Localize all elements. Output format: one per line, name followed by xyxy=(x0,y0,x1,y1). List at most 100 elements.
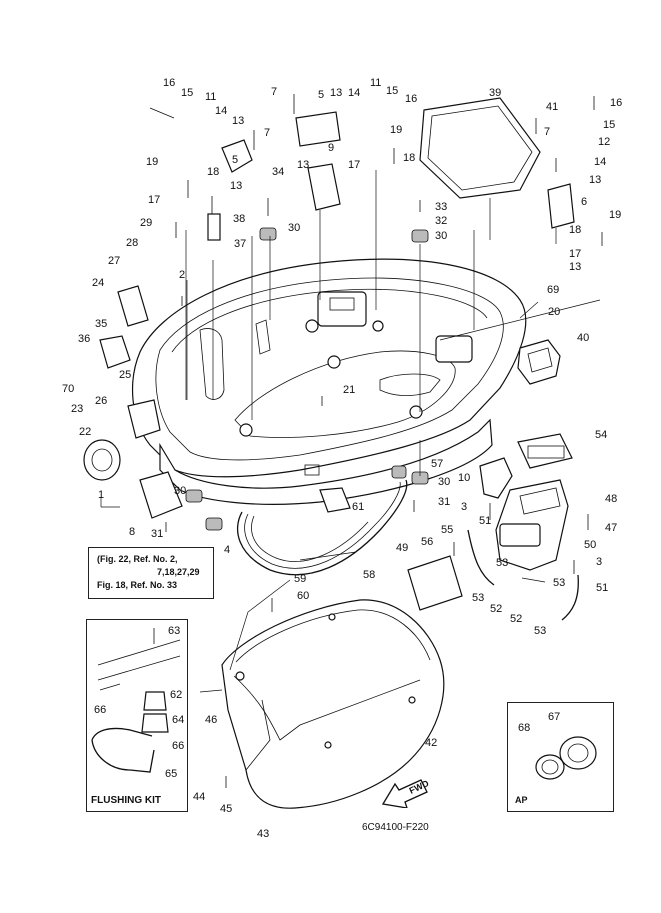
callout: 4 xyxy=(224,544,231,556)
part-5a-drawing xyxy=(221,139,253,173)
part-37-drawing xyxy=(207,213,221,241)
callout: 27 xyxy=(108,255,121,267)
callout: 68 xyxy=(518,722,531,734)
callout: 13 xyxy=(569,261,582,273)
callout: 70 xyxy=(62,383,75,395)
callout: 7 xyxy=(264,127,271,139)
part-10-drawing xyxy=(479,457,513,499)
part-49-drawing xyxy=(407,555,463,611)
callout: 18 xyxy=(207,166,220,178)
callout: 23 xyxy=(71,403,84,415)
part-61-drawing xyxy=(319,487,351,513)
callout: 53 xyxy=(553,577,566,589)
callout: 19 xyxy=(609,209,622,221)
callout: 56 xyxy=(421,536,434,548)
part-24-drawing xyxy=(117,285,149,327)
callout: 65 xyxy=(165,768,178,780)
callout: 9 xyxy=(328,142,335,154)
hose-65a-drawing xyxy=(91,727,153,741)
callout: 14 xyxy=(348,87,361,99)
callout: 30 xyxy=(435,230,448,242)
callout: 66 xyxy=(172,740,185,752)
callout: 13 xyxy=(297,159,310,171)
part-35-drawing xyxy=(99,335,131,369)
part-22-drawing xyxy=(83,439,121,481)
callout: 24 xyxy=(92,277,105,289)
callout: 36 xyxy=(78,333,91,345)
callout: 6 xyxy=(581,196,588,208)
callout: 69 xyxy=(547,284,560,296)
callout: 61 xyxy=(352,501,365,513)
callout: 10 xyxy=(458,472,471,484)
part-9-drawing xyxy=(307,163,341,211)
callout: 5 xyxy=(232,154,239,166)
callout: 15 xyxy=(386,85,399,97)
callout: 40 xyxy=(577,332,590,344)
callout: 53 xyxy=(472,592,485,604)
reference-note-box: (Fig. 22, Ref. No. 2, 7,18,27,29 Fig. 18… xyxy=(88,547,214,599)
callout: 19 xyxy=(390,124,403,136)
callout: 17 xyxy=(569,248,582,260)
callout: 66 xyxy=(94,704,107,716)
callout: 29 xyxy=(140,217,153,229)
callout: 17 xyxy=(348,159,361,171)
callout: 63 xyxy=(168,625,181,637)
part-50b-drawing xyxy=(499,523,541,547)
part-6-drawing xyxy=(547,183,575,229)
part-68-drawing xyxy=(535,754,565,780)
part-8-drawing xyxy=(139,471,183,519)
fwd-arrow-icon: FWD xyxy=(381,776,433,809)
callout: 41 xyxy=(546,101,559,113)
callout: 25 xyxy=(119,369,132,381)
callout: 21 xyxy=(343,384,356,396)
callout: 7 xyxy=(271,86,278,98)
callout: 20 xyxy=(548,306,561,318)
callout: 58 xyxy=(363,569,376,581)
callout: 2 xyxy=(179,269,186,281)
hose-51a-drawing xyxy=(467,529,495,586)
callout: 12 xyxy=(598,136,611,148)
callout: 64 xyxy=(172,714,185,726)
part-64-drawing xyxy=(141,713,169,733)
drawing-code: 6C94100-F220 xyxy=(362,822,429,833)
callout: 16 xyxy=(610,97,623,109)
callout: 55 xyxy=(441,524,454,536)
callout: 30 xyxy=(438,476,451,488)
ap-title: AP xyxy=(515,795,528,805)
callout: 48 xyxy=(605,493,618,505)
reference-note-line2: 7,18,27,29 xyxy=(157,567,200,577)
callout: 53 xyxy=(496,557,509,569)
part-62-drawing xyxy=(143,691,167,711)
callout: 8 xyxy=(129,526,136,538)
callout: 11 xyxy=(205,91,217,103)
callout: 17 xyxy=(148,194,161,206)
hose-51b-drawing xyxy=(561,574,579,621)
callout: 46 xyxy=(205,714,218,726)
callout: 44 xyxy=(193,791,206,803)
callout: 28 xyxy=(126,237,139,249)
callout: 14 xyxy=(215,105,228,117)
callout: 53 xyxy=(534,625,547,637)
callout: 1 xyxy=(98,489,105,501)
callout: 13 xyxy=(230,180,243,192)
callout: 47 xyxy=(605,522,618,534)
apron-42-drawing xyxy=(221,599,445,809)
callout: 42 xyxy=(425,737,438,749)
callout: 45 xyxy=(220,803,233,815)
callout: 57 xyxy=(431,458,444,470)
callout: 19 xyxy=(146,156,159,168)
ap-box: AP xyxy=(507,702,614,812)
part-40-drawing xyxy=(517,339,561,385)
callout: 49 xyxy=(396,542,409,554)
callout: 18 xyxy=(403,152,416,164)
callout: 51 xyxy=(479,515,492,527)
callout: 15 xyxy=(181,87,194,99)
reference-note-line1: (Fig. 22, Ref. No. 2, xyxy=(97,554,178,564)
seal-58-drawing xyxy=(236,479,408,576)
part-67-drawing xyxy=(559,736,597,770)
callout: 13 xyxy=(330,87,343,99)
callout: 35 xyxy=(95,318,108,330)
callout: 62 xyxy=(170,689,183,701)
callout: 38 xyxy=(233,213,246,225)
part-23-drawing xyxy=(127,399,161,439)
